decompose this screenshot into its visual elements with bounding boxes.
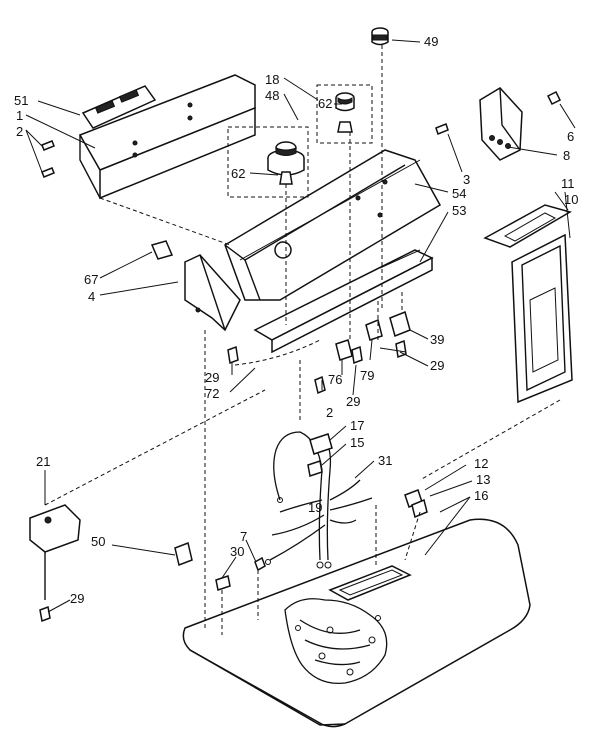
callout-30: 30 [230,544,244,559]
callout-76: 76 [328,372,342,387]
callout-62: 62 [318,96,332,111]
screw-29-mid [351,345,363,365]
console-back-panel [78,74,256,200]
callout-10: 10 [564,192,578,207]
callout-6: 6 [567,129,574,144]
console-panel [224,149,442,301]
callout-15: 15 [350,435,364,450]
callout-48: 48 [265,88,279,103]
screw-29-right [395,339,407,359]
timer-switch [435,87,562,161]
terminal-block [404,489,428,519]
callout-11: 11 [561,176,575,191]
callout-79: 79 [360,368,374,383]
callout-18: 18 [265,72,279,87]
callout-13: 13 [476,472,490,487]
knob-large [267,141,305,185]
callout-17: 17 [350,418,364,433]
callout-29: 29 [346,394,360,409]
switch-39 [389,310,411,338]
bracket-76 [335,339,353,361]
callout-4: 4 [88,289,95,304]
screw-upper-left [41,140,55,178]
callout-12: 12 [474,456,488,471]
knob-top [371,27,389,46]
callout-29: 29 [430,358,444,373]
callout-3: 3 [463,172,470,187]
clip [150,240,174,260]
callout-49: 49 [424,34,438,49]
callouts: 49 18 48 62 62 51 1 2 3 54 53 6 8 11 10 … [14,34,578,606]
part-50 [174,541,193,567]
wire-harness [265,431,373,569]
bracket-79 [365,318,383,341]
callout-8: 8 [563,148,570,163]
callout-29: 29 [205,370,219,385]
lint-filter-screen [511,233,573,404]
console-bottom-rail [253,249,434,354]
callout-16: 16 [474,488,488,503]
knob-small [335,92,355,133]
callout-67: 67 [84,272,98,287]
callout-7: 7 [240,529,247,544]
base-plate [182,518,531,728]
leader-lines [25,39,576,613]
part-30 [215,575,231,591]
callout-1: 1 [16,108,23,123]
callout-54: 54 [452,186,466,201]
end-cap [184,254,241,332]
lint-filter-cover [483,204,572,248]
callout-31: 31 [378,453,392,468]
callout-50: 50 [91,534,105,549]
motor-assembly [29,504,81,600]
callout-2: 2 [16,124,23,139]
callout-51: 51 [14,93,28,108]
callout-2: 2 [326,405,333,420]
screw-29-left [227,345,239,365]
callout-62: 62 [231,166,245,181]
callout-53: 53 [452,203,466,218]
callout-21: 21 [36,454,50,469]
callout-72: 72 [205,386,219,401]
screw-76 [314,375,326,395]
part-7 [254,556,266,572]
callout-39: 39 [430,332,444,347]
callout-19: 19 [308,500,322,515]
callout-29: 29 [70,591,84,606]
alignment-lines [44,45,561,635]
screw-29-bottom [39,605,51,623]
